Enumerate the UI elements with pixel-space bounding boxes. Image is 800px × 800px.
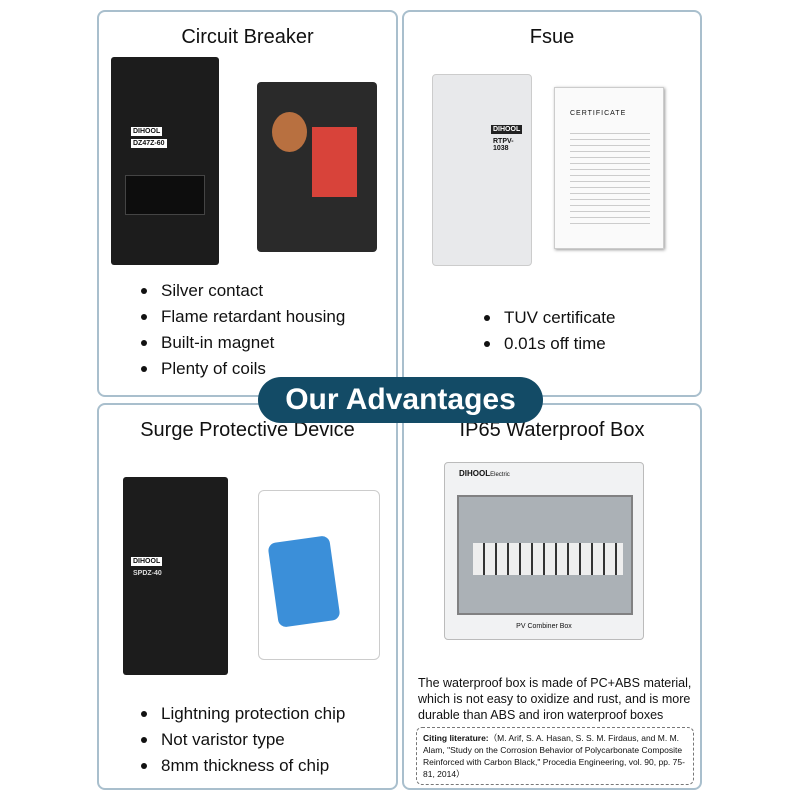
panel-title: Fsue <box>529 26 575 48</box>
fuse-panel: Fsue DIHOOL RTPV-1038 CERTIFICATE TUV ce… <box>402 10 702 397</box>
box-label: PV Combiner Box <box>516 623 572 630</box>
citation-label: Citing literature: <box>423 733 489 743</box>
certificate-title: CERTIFICATE <box>570 110 627 117</box>
citation-text: （M. Arif, S. A. Hasan, S. S. M. Firdaus,… <box>423 733 685 779</box>
device-brand: DIHOOL <box>491 125 523 134</box>
circuit-breaker-panel: Circuit Breaker DIHOOL DZ47Z-60 Silver c… <box>97 10 398 397</box>
circuit-breaker-image: DIHOOL DZ47Z-60 <box>111 57 219 265</box>
feature-item: Plenty of coils <box>139 356 345 382</box>
panel-title: Surge Protective Device <box>140 419 355 441</box>
feature-item: 8mm thickness of chip <box>139 753 345 779</box>
device-brand: DIHOOL <box>459 469 491 478</box>
feature-list: TUV certificate 0.01s off time <box>482 305 615 357</box>
feature-list: Lightning protection chip Not varistor t… <box>139 701 345 779</box>
panel-title: IP65 Waterproof Box <box>459 419 645 441</box>
device-brand: DIHOOL <box>131 127 163 136</box>
combiner-box-image: DIHOOLElectric PV Combiner Box <box>444 462 644 640</box>
feature-item: 0.01s off time <box>482 331 615 357</box>
material-description: The waterproof box is made of PC+ABS mat… <box>418 676 692 722</box>
citation-box: Citing literature:（M. Arif, S. A. Hasan,… <box>416 727 694 785</box>
breaker-cutaway-image <box>257 82 377 252</box>
feature-item: Not varistor type <box>139 727 345 753</box>
feature-item: Flame retardant housing <box>139 304 345 330</box>
surge-protective-device-panel: Surge Protective Device DIHOOL SPDZ-40 L… <box>97 403 398 790</box>
feature-item: Built-in magnet <box>139 330 345 356</box>
feature-item: Silver contact <box>139 278 345 304</box>
device-brand: DIHOOL <box>131 557 163 566</box>
tuv-certificate-image: CERTIFICATE <box>554 87 664 249</box>
spd-image: DIHOOL SPDZ-40 <box>123 477 228 675</box>
feature-item: TUV certificate <box>482 305 615 331</box>
device-model: RTPV-1038 <box>493 138 514 152</box>
device-brand-suffix: Electric <box>490 472 510 478</box>
feature-list: Silver contact Flame retardant housing B… <box>139 278 345 382</box>
device-model: DZ47Z-60 <box>131 139 167 148</box>
feature-item: Lightning protection chip <box>139 701 345 727</box>
protection-chip-image <box>258 490 380 660</box>
our-advantages-banner: Our Advantages <box>258 377 543 423</box>
device-model: SPDZ-40 <box>133 570 162 577</box>
fuse-image: DIHOOL RTPV-1038 <box>432 74 532 266</box>
waterproof-box-panel: IP65 Waterproof Box DIHOOLElectric PV Co… <box>402 403 702 790</box>
panel-title: Circuit Breaker <box>181 26 314 48</box>
